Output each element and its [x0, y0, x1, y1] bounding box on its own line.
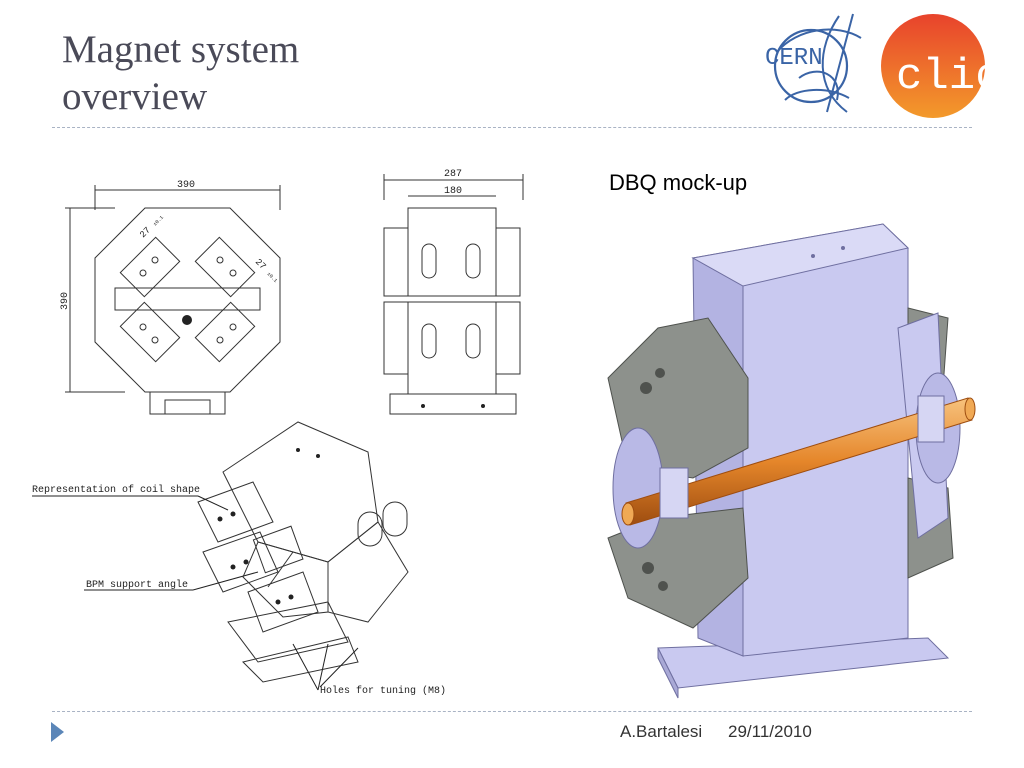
front-width-dimension: 390	[177, 180, 195, 191]
footer-divider	[52, 711, 972, 712]
callout-bpm-support: BPM support angle	[86, 579, 188, 591]
front-tolerance-left: 27	[138, 225, 153, 240]
footer-author: A.Bartalesi	[620, 722, 703, 741]
clic-logo-text: clic	[896, 52, 988, 102]
slide-marker-icon	[51, 722, 64, 742]
callout-tuning-holes: Holes for tuning (M8)	[320, 685, 446, 697]
slide-title-line2: overview	[62, 75, 208, 118]
front-view-drawing: 390 390 27 ±0.1 27 ±0.1	[60, 180, 281, 415]
clic-logo: clic	[881, 14, 988, 118]
side-inner-dimension: 180	[444, 186, 462, 197]
footer-date: 29/11/2010	[728, 722, 812, 741]
front-height-dimension: 390	[60, 292, 71, 310]
front-tolerance-left-suffix: ±0.1	[152, 215, 165, 228]
front-tolerance-right-suffix: ±0.1	[266, 271, 279, 284]
front-tolerance-right: 27	[253, 257, 268, 272]
side-outer-dimension: 287	[444, 169, 462, 180]
dbq-mockup-label: DBQ mock-up	[609, 170, 748, 195]
cern-logo: CERN	[765, 13, 862, 113]
side-view-drawing: 287 180	[383, 169, 524, 415]
cern-logo-text: CERN	[765, 45, 823, 72]
slide-title: Magnet system overview	[62, 26, 299, 120]
isometric-drawing: Representation of coil shape BPM support…	[32, 421, 446, 697]
title-divider	[52, 127, 972, 128]
callout-coil-shape: Representation of coil shape	[32, 484, 200, 496]
slide-title-line1: Magnet system	[62, 28, 300, 71]
dbq-mockup-render	[607, 223, 976, 699]
